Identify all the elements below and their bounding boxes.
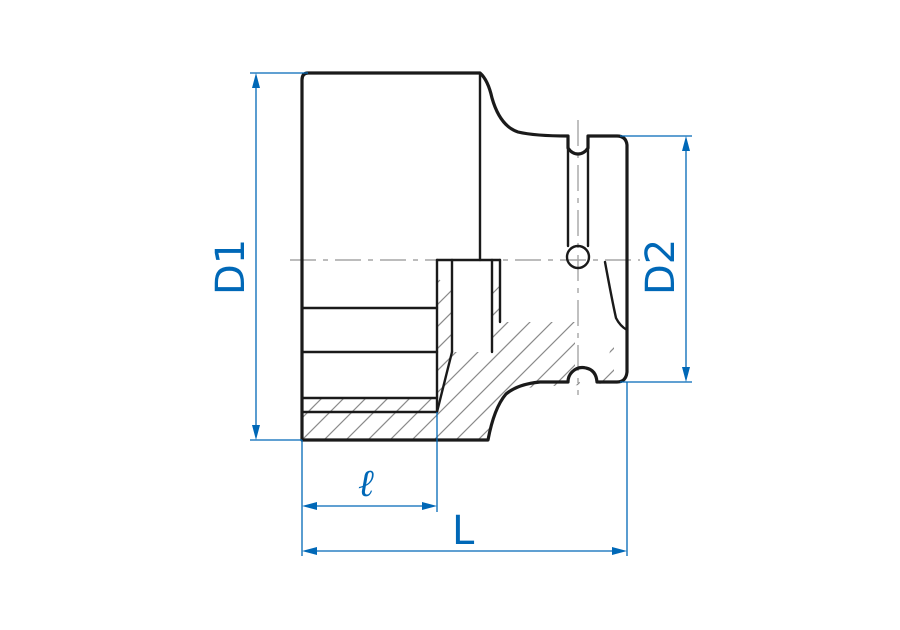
l-small-arrow-right: [422, 502, 437, 510]
outer-profile: [300, 71, 629, 442]
hatch-line: [854, 280, 900, 460]
d2-label: D2: [638, 239, 684, 295]
bore-step-3: [435, 350, 454, 414]
d2-arrow-bottom: [682, 367, 690, 382]
dimension-annotations: D1 D2 ℓ L: [208, 72, 692, 556]
ball-detent: [565, 244, 591, 270]
l-small-arrow-left: [302, 502, 317, 510]
l-total-arrow-left: [302, 547, 317, 555]
l-total-arrow-right: [612, 547, 627, 555]
hatch-line: [457, 279, 624, 440]
l-small-label: ℓ: [358, 461, 374, 505]
socket-outline: [300, 71, 629, 442]
l-total-label: L: [452, 508, 475, 554]
d2-arrow-top: [682, 136, 690, 151]
hatch-line: [876, 280, 900, 460]
d1-arrow-top: [252, 73, 260, 88]
drive-inner-curve: [603, 260, 629, 332]
centerlines: [290, 120, 640, 395]
hatch-line: [567, 279, 624, 440]
hatch-line: [810, 280, 900, 460]
hatch-line: [832, 280, 900, 460]
hatch-line: [700, 280, 880, 460]
hatch-line: [744, 280, 900, 460]
hatch-line: [678, 280, 858, 460]
hatch-line: [589, 279, 624, 440]
hatch-line: [766, 280, 900, 460]
d1-arrow-bottom: [252, 425, 260, 440]
hatch-line: [634, 280, 814, 460]
hatch-line: [479, 279, 624, 440]
hatch-line: [722, 280, 900, 460]
hatch-line: [413, 279, 595, 440]
hatch-line: [788, 280, 900, 460]
hatch-line: [611, 279, 624, 440]
d1-label: D1: [208, 239, 254, 295]
